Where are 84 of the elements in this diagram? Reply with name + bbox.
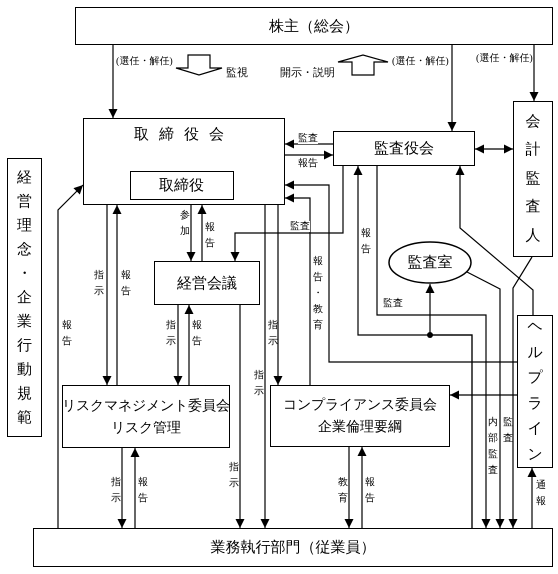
edge-label: 報告 xyxy=(298,158,318,169)
organization-box xyxy=(62,385,230,448)
organization-box xyxy=(33,528,553,567)
box-label: 取締役 xyxy=(159,176,204,194)
edge-label: 教育 xyxy=(338,476,348,506)
edge-label: 監査 xyxy=(383,298,403,309)
edge-label: 指示 xyxy=(111,476,121,506)
edge-label: 指示 xyxy=(94,268,104,299)
arrow xyxy=(130,448,140,528)
edge-label: 報告 xyxy=(365,476,375,506)
arrow xyxy=(230,166,344,261)
box-label: 監査役会 xyxy=(374,140,434,158)
box-label: 経営理念・企業行動規範 xyxy=(17,168,32,428)
arrow xyxy=(450,390,517,400)
arrow xyxy=(285,140,333,148)
edge-label: 監査 xyxy=(503,416,513,446)
edge-label: 参加 xyxy=(180,208,190,239)
edge-label: 通報 xyxy=(536,478,546,509)
arrow xyxy=(285,180,517,363)
edge-label: 監査 xyxy=(290,221,310,232)
box-label: リスクマネジメント委員会 xyxy=(62,397,230,414)
box-label: コンプライアンス委員会 xyxy=(283,396,437,414)
box-label: 株主（総会） xyxy=(269,17,359,36)
arrow xyxy=(456,166,534,315)
arrow xyxy=(186,205,196,261)
arrow xyxy=(112,205,122,385)
organization-box xyxy=(130,170,234,200)
edge-label: 指示 xyxy=(166,318,176,349)
edge-label: 報告 xyxy=(121,268,131,299)
arrow xyxy=(528,468,536,528)
arrow xyxy=(274,205,282,385)
edge-label: 報告 xyxy=(138,476,148,506)
edge-label: 内部監査 xyxy=(488,416,498,478)
vertical-box xyxy=(7,158,42,437)
arrow xyxy=(466,271,504,528)
arrow xyxy=(236,305,244,528)
arrow xyxy=(260,205,270,528)
organization-box xyxy=(154,261,260,305)
arrow xyxy=(285,150,333,160)
arrow xyxy=(448,45,456,131)
edge-label: 指示 xyxy=(254,368,264,399)
office-ellipse xyxy=(388,241,472,284)
organization-box xyxy=(83,118,285,205)
arrow xyxy=(118,448,126,528)
edge-label: 監査 xyxy=(298,133,318,144)
edge-label: 指示 xyxy=(229,460,239,491)
arrow xyxy=(174,305,182,385)
arrow xyxy=(426,284,473,528)
box-subtitle: リスク管理 xyxy=(111,420,181,436)
arrow xyxy=(108,45,118,118)
box-label: 取締役会 xyxy=(134,126,234,144)
direction-label: 開示・説明 xyxy=(280,66,335,80)
box-label: 監査室 xyxy=(408,253,452,272)
box-label: 業務執行部門（従業員） xyxy=(210,538,376,557)
edge-label: (選任・解任) xyxy=(392,56,449,67)
box-label: 会計監査人 xyxy=(526,112,540,246)
box-label: ヘルプライン xyxy=(528,318,542,464)
arrow xyxy=(344,447,354,528)
organization-box xyxy=(333,131,475,166)
arrow xyxy=(198,205,206,261)
arrow xyxy=(184,305,194,385)
edge-label: 報告 xyxy=(192,318,202,349)
edge-label: (選任・解任) xyxy=(116,56,173,67)
edge-label: 報告・教育 xyxy=(313,254,323,333)
box-label: 経営会議 xyxy=(177,274,237,292)
arrow xyxy=(102,205,112,385)
vertical-box xyxy=(513,101,553,257)
organization-box xyxy=(75,7,553,45)
arrow xyxy=(358,447,366,528)
edge-label: 報告 xyxy=(361,226,371,257)
box-subtitle: 企業倫理要綱 xyxy=(318,418,402,436)
arrow xyxy=(475,144,513,154)
edge-label: 報告 xyxy=(62,318,72,349)
arrow xyxy=(57,184,84,528)
direction-label: 監視 xyxy=(226,66,248,80)
organization-box xyxy=(270,385,450,447)
vertical-box xyxy=(517,315,553,468)
edge-label: 指示 xyxy=(268,318,278,349)
edge-label: 報告 xyxy=(205,220,215,251)
arrow xyxy=(508,256,533,528)
arrow xyxy=(376,166,490,528)
arrow xyxy=(530,45,538,101)
arrow xyxy=(285,194,311,385)
edge-label: (選任・解任) xyxy=(476,53,533,64)
